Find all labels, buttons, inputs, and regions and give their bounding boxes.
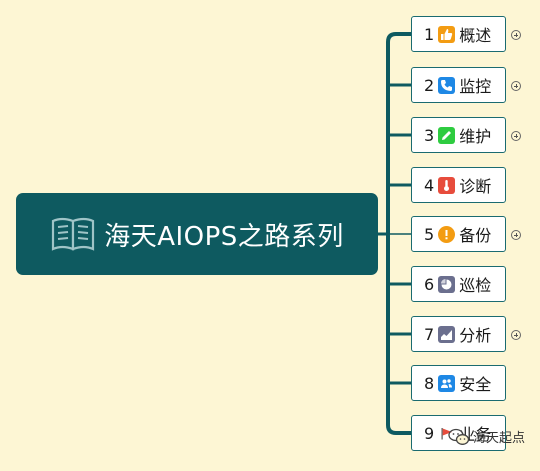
pencil-icon — [438, 126, 456, 144]
topic-security[interactable]: 8 安全 — [411, 365, 506, 401]
topic-number: 3 — [424, 125, 435, 145]
users-icon — [438, 374, 456, 392]
topic-maintenance[interactable]: 3 维护 — [411, 117, 506, 153]
topic-label: 分析 — [459, 326, 492, 345]
topic-label: 巡检 — [459, 276, 492, 295]
root-title: 海天AIOPS之路系列 — [104, 221, 344, 252]
expand-toggle-analysis[interactable] — [511, 330, 521, 340]
topic-label: 监控 — [459, 77, 492, 96]
topic-label: 安全 — [459, 375, 492, 394]
topic-number: 7 — [424, 324, 435, 344]
expand-toggle-overview[interactable] — [511, 30, 521, 40]
root-topic[interactable]: 海天AIOPS之路系列 — [16, 193, 378, 275]
topic-backup[interactable]: 5 备份 — [411, 216, 506, 252]
wechat-icon — [448, 428, 470, 445]
topic-overview[interactable]: 1 概述 — [411, 16, 506, 52]
phone-icon — [438, 76, 456, 94]
topic-label: 诊断 — [459, 177, 492, 196]
topic-number: 1 — [424, 24, 435, 44]
watermark-text: 海天起点 — [473, 431, 526, 446]
topic-label: 备份 — [459, 226, 492, 245]
topic-business[interactable]: 9 业务 — [411, 415, 506, 451]
topic-analysis[interactable]: 7 分析 — [411, 316, 506, 352]
book-icon — [52, 217, 95, 251]
topic-number: 2 — [424, 75, 435, 95]
topic-monitoring[interactable]: 2 监控 — [411, 67, 506, 103]
thermometer-icon — [438, 176, 456, 194]
topic-number: 5 — [424, 224, 435, 244]
thumbs-up-icon — [438, 25, 456, 43]
topic-number: 8 — [424, 373, 435, 393]
area-chart-icon — [438, 325, 456, 343]
topic-inspection[interactable]: 6 巡检 — [411, 266, 506, 302]
topic-label: 概述 — [459, 26, 492, 45]
topic-number: 6 — [424, 274, 435, 294]
topic-diagnosis[interactable]: 4 诊断 — [411, 167, 506, 203]
pie-chart-icon — [438, 275, 456, 293]
exclamation-icon — [438, 225, 456, 243]
topic-number: 4 — [424, 175, 435, 195]
expand-toggle-backup[interactable] — [511, 230, 521, 240]
expand-toggle-monitoring[interactable] — [511, 81, 521, 91]
topic-label: 维护 — [459, 127, 492, 146]
watermark: 海天起点 — [448, 427, 525, 446]
topic-number: 9 — [424, 423, 435, 443]
flag-icon — [438, 425, 455, 442]
expand-toggle-maintenance[interactable] — [511, 131, 521, 141]
